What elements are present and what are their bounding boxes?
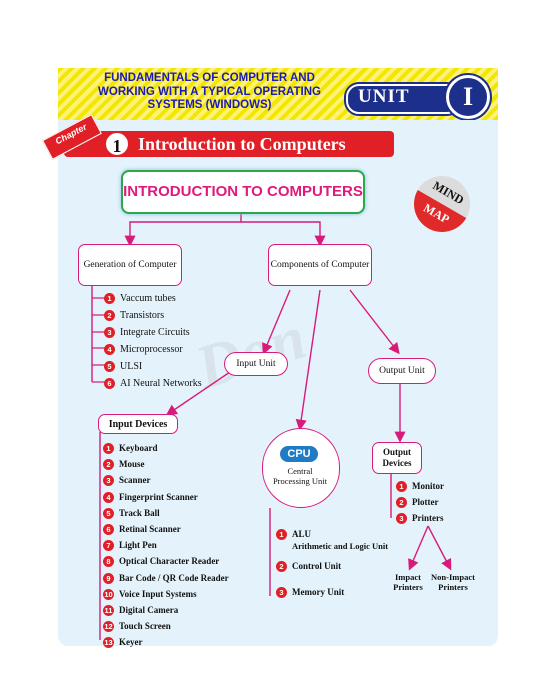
generation-item: Transistors (120, 310, 165, 321)
unit-pill (346, 84, 460, 114)
cpu-node (262, 428, 340, 508)
input-device-item: Keyboard (119, 443, 158, 453)
input-device-item: Touch Screen (119, 621, 171, 632)
input-device-item-number: 11 (103, 605, 114, 616)
cpu-item-number: 1 (276, 529, 287, 540)
non-impact-printers: Non-Impact Printers (431, 572, 475, 592)
input-device-item-number: 8 (103, 556, 114, 568)
cpu-label: Central Processing Unit (272, 466, 328, 486)
input-device-item-number: 3 (103, 475, 114, 487)
unit-label: UNIT (358, 86, 410, 107)
chapter-number: 1 (104, 131, 130, 157)
impact-printers: Impact Printers (393, 572, 423, 592)
unit-title: FUNDAMENTALS OF COMPUTER AND WORKING WIT… (98, 72, 321, 111)
generation-item: ULSI (120, 361, 143, 372)
components-node: Components of Computer (268, 244, 372, 286)
input-unit-node: Input Unit (224, 352, 288, 376)
generation-item: AI Neural Networks (120, 378, 202, 389)
input-device-item: Light Pen (119, 540, 157, 551)
generation-item-number: 6 (104, 378, 115, 389)
main-topic: INTRODUCTION TO COMPUTERS (123, 183, 363, 200)
input-device-item: Fingerprint Scanner (119, 491, 198, 502)
output-devices-node: Output Devices (372, 442, 422, 474)
cpu-item: ALU (292, 529, 312, 539)
input-device-item-number: 12 (103, 621, 114, 633)
output-device-item: Printers (412, 513, 444, 523)
input-device-item-number: 9 (103, 572, 114, 584)
generation-item-number: 4 (104, 344, 115, 355)
chapter-title: Introduction to Computers (138, 134, 346, 154)
generation-item-number: 1 (104, 293, 115, 304)
input-device-item: Mouse (119, 459, 145, 470)
cpu-item-number: 2 (276, 561, 287, 572)
input-device-item: Keyer (119, 637, 143, 648)
cpu-item-number: 3 (276, 587, 287, 598)
generation-item-number: 3 (104, 327, 115, 338)
input-devices-node: Input Devices (98, 414, 178, 434)
output-device-item-number: 1 (396, 481, 407, 492)
input-device-item: Bar Code / QR Code Reader (119, 572, 229, 583)
output-unit-node: Output Unit (368, 358, 436, 384)
generation-item: Integrate Circuits (120, 327, 190, 338)
alu-detail: Arithmetic and Logic Unit (292, 541, 389, 551)
input-device-item: Voice Input Systems (119, 588, 197, 599)
main-topic-box (121, 170, 365, 214)
input-device-item: Optical Character Reader (119, 556, 220, 567)
cpu-badge: CPU (280, 446, 318, 462)
generation-item-number: 5 (104, 361, 115, 372)
output-device-item: Monitor (412, 481, 444, 491)
cpu-item: Memory Unit (292, 587, 345, 597)
input-device-item-number: 4 (103, 491, 114, 503)
input-device-item: Scanner (119, 475, 151, 486)
input-device-item-number: 7 (103, 540, 114, 552)
generation-item-number: 2 (104, 310, 115, 321)
input-device-item-number: 1 (103, 443, 114, 454)
unit-number: I (446, 75, 490, 119)
input-device-item-number: 13 (103, 637, 114, 649)
input-device-item: Retinal Scanner (119, 524, 181, 534)
input-device-item-number: 6 (103, 524, 114, 535)
output-device-item-number: 2 (396, 497, 407, 508)
output-device-item-number: 3 (396, 513, 407, 524)
output-device-item: Plotter (412, 497, 439, 507)
generation-item: Microprocessor (120, 344, 183, 355)
input-device-item-number: 5 (103, 507, 114, 519)
input-device-item: Digital Camera (119, 605, 179, 615)
input-device-item-number: 10 (103, 588, 114, 600)
generation-item: Vaccum tubes (120, 293, 176, 304)
cpu-item: Control Unit (292, 561, 342, 571)
generation-node: Generation of Computer (78, 244, 182, 286)
input-device-item-number: 2 (103, 459, 114, 471)
input-device-item: Track Ball (119, 507, 160, 518)
